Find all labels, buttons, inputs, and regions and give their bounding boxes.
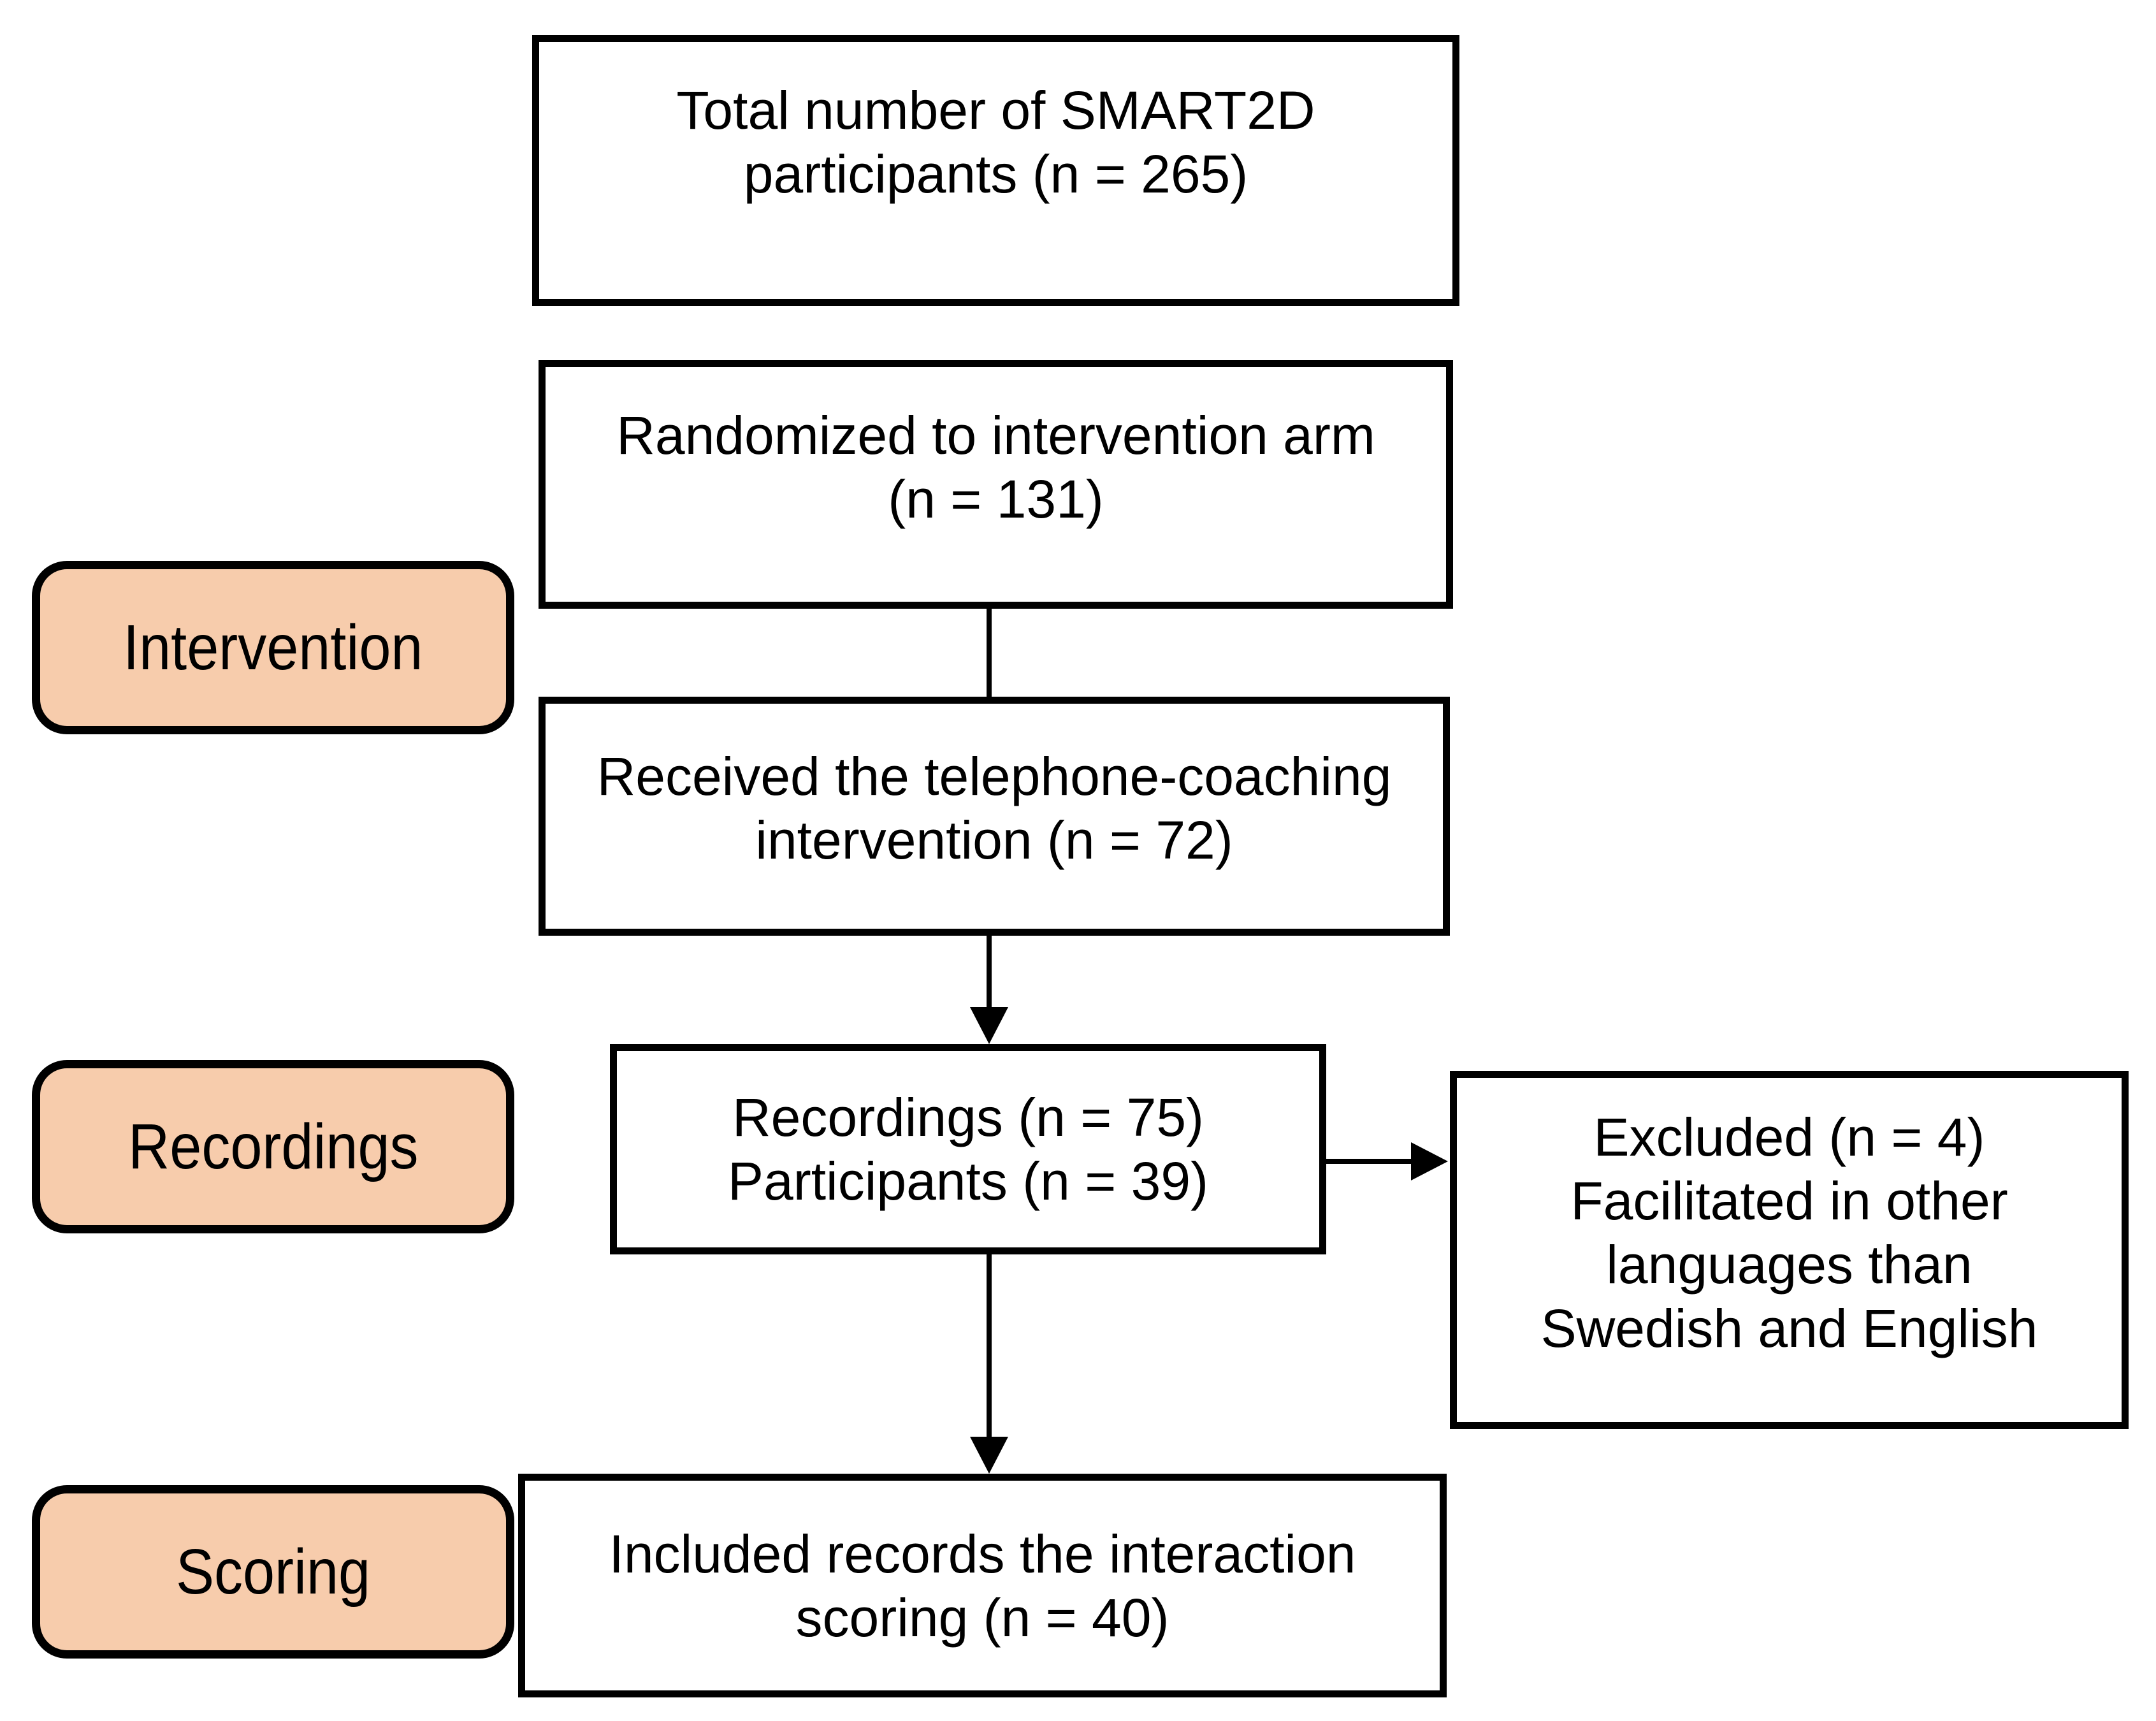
connector-arrow-recordings-to-excluded xyxy=(1326,1159,1415,1164)
flow-box-excluded: Excluded (n = 4) Facilitated in other la… xyxy=(1450,1071,2129,1429)
flow-box-text-line: Facilitated in other xyxy=(1570,1170,2008,1231)
stage-label-scoring: Scoring xyxy=(32,1485,514,1659)
arrowhead-down-icon xyxy=(970,1007,1008,1044)
flow-box-text-line: Excluded (n = 4) xyxy=(1593,1107,1985,1167)
flow-box-text-line: Received the telephone-coaching xyxy=(597,746,1392,806)
flow-box-text-line: Randomized to intervention arm xyxy=(616,405,1375,465)
arrowhead-right-icon xyxy=(1411,1142,1448,1180)
flow-box-text-line: Participants (n = 39) xyxy=(727,1151,1209,1211)
flow-box-text-line: languages than xyxy=(1606,1234,1972,1295)
flow-box-total-participants: Total number of SMART2D participants (n … xyxy=(532,35,1459,306)
stage-label-text: Intervention xyxy=(123,611,423,683)
flow-box-text-line: Swedish and English xyxy=(1540,1298,2038,1358)
connector-line-randomized-to-received xyxy=(987,609,992,697)
arrowhead-down-icon xyxy=(970,1437,1008,1474)
flow-box-randomized: Randomized to intervention arm (n = 131) xyxy=(539,360,1453,609)
connector-arrow-recordings-to-included xyxy=(987,1254,992,1442)
stage-label-text: Recordings xyxy=(127,1110,419,1182)
flow-box-text-line: Total number of SMART2D xyxy=(676,80,1315,140)
flow-box-included-scoring: Included records the interaction scoring… xyxy=(518,1474,1447,1697)
connector-arrow-received-to-recordings xyxy=(987,936,992,1013)
stage-label-recordings: Recordings xyxy=(32,1060,514,1233)
flow-box-text-line: participants (n = 265) xyxy=(743,143,1248,204)
flow-box-recordings-counts: Recordings (n = 75) Participants (n = 39… xyxy=(610,1044,1326,1254)
flow-box-text-line: Recordings (n = 75) xyxy=(732,1087,1205,1147)
stage-label-text: Scoring xyxy=(175,1536,371,1608)
flow-box-received-intervention: Received the telephone-coaching interven… xyxy=(539,697,1450,936)
flow-box-text-line: Included records the interaction xyxy=(609,1523,1356,1584)
flow-box-text-line: (n = 131) xyxy=(888,468,1104,529)
flow-box-text-line: scoring (n = 40) xyxy=(795,1587,1169,1648)
stage-label-intervention: Intervention xyxy=(32,561,514,734)
flow-box-text-line: intervention (n = 72) xyxy=(755,810,1233,870)
